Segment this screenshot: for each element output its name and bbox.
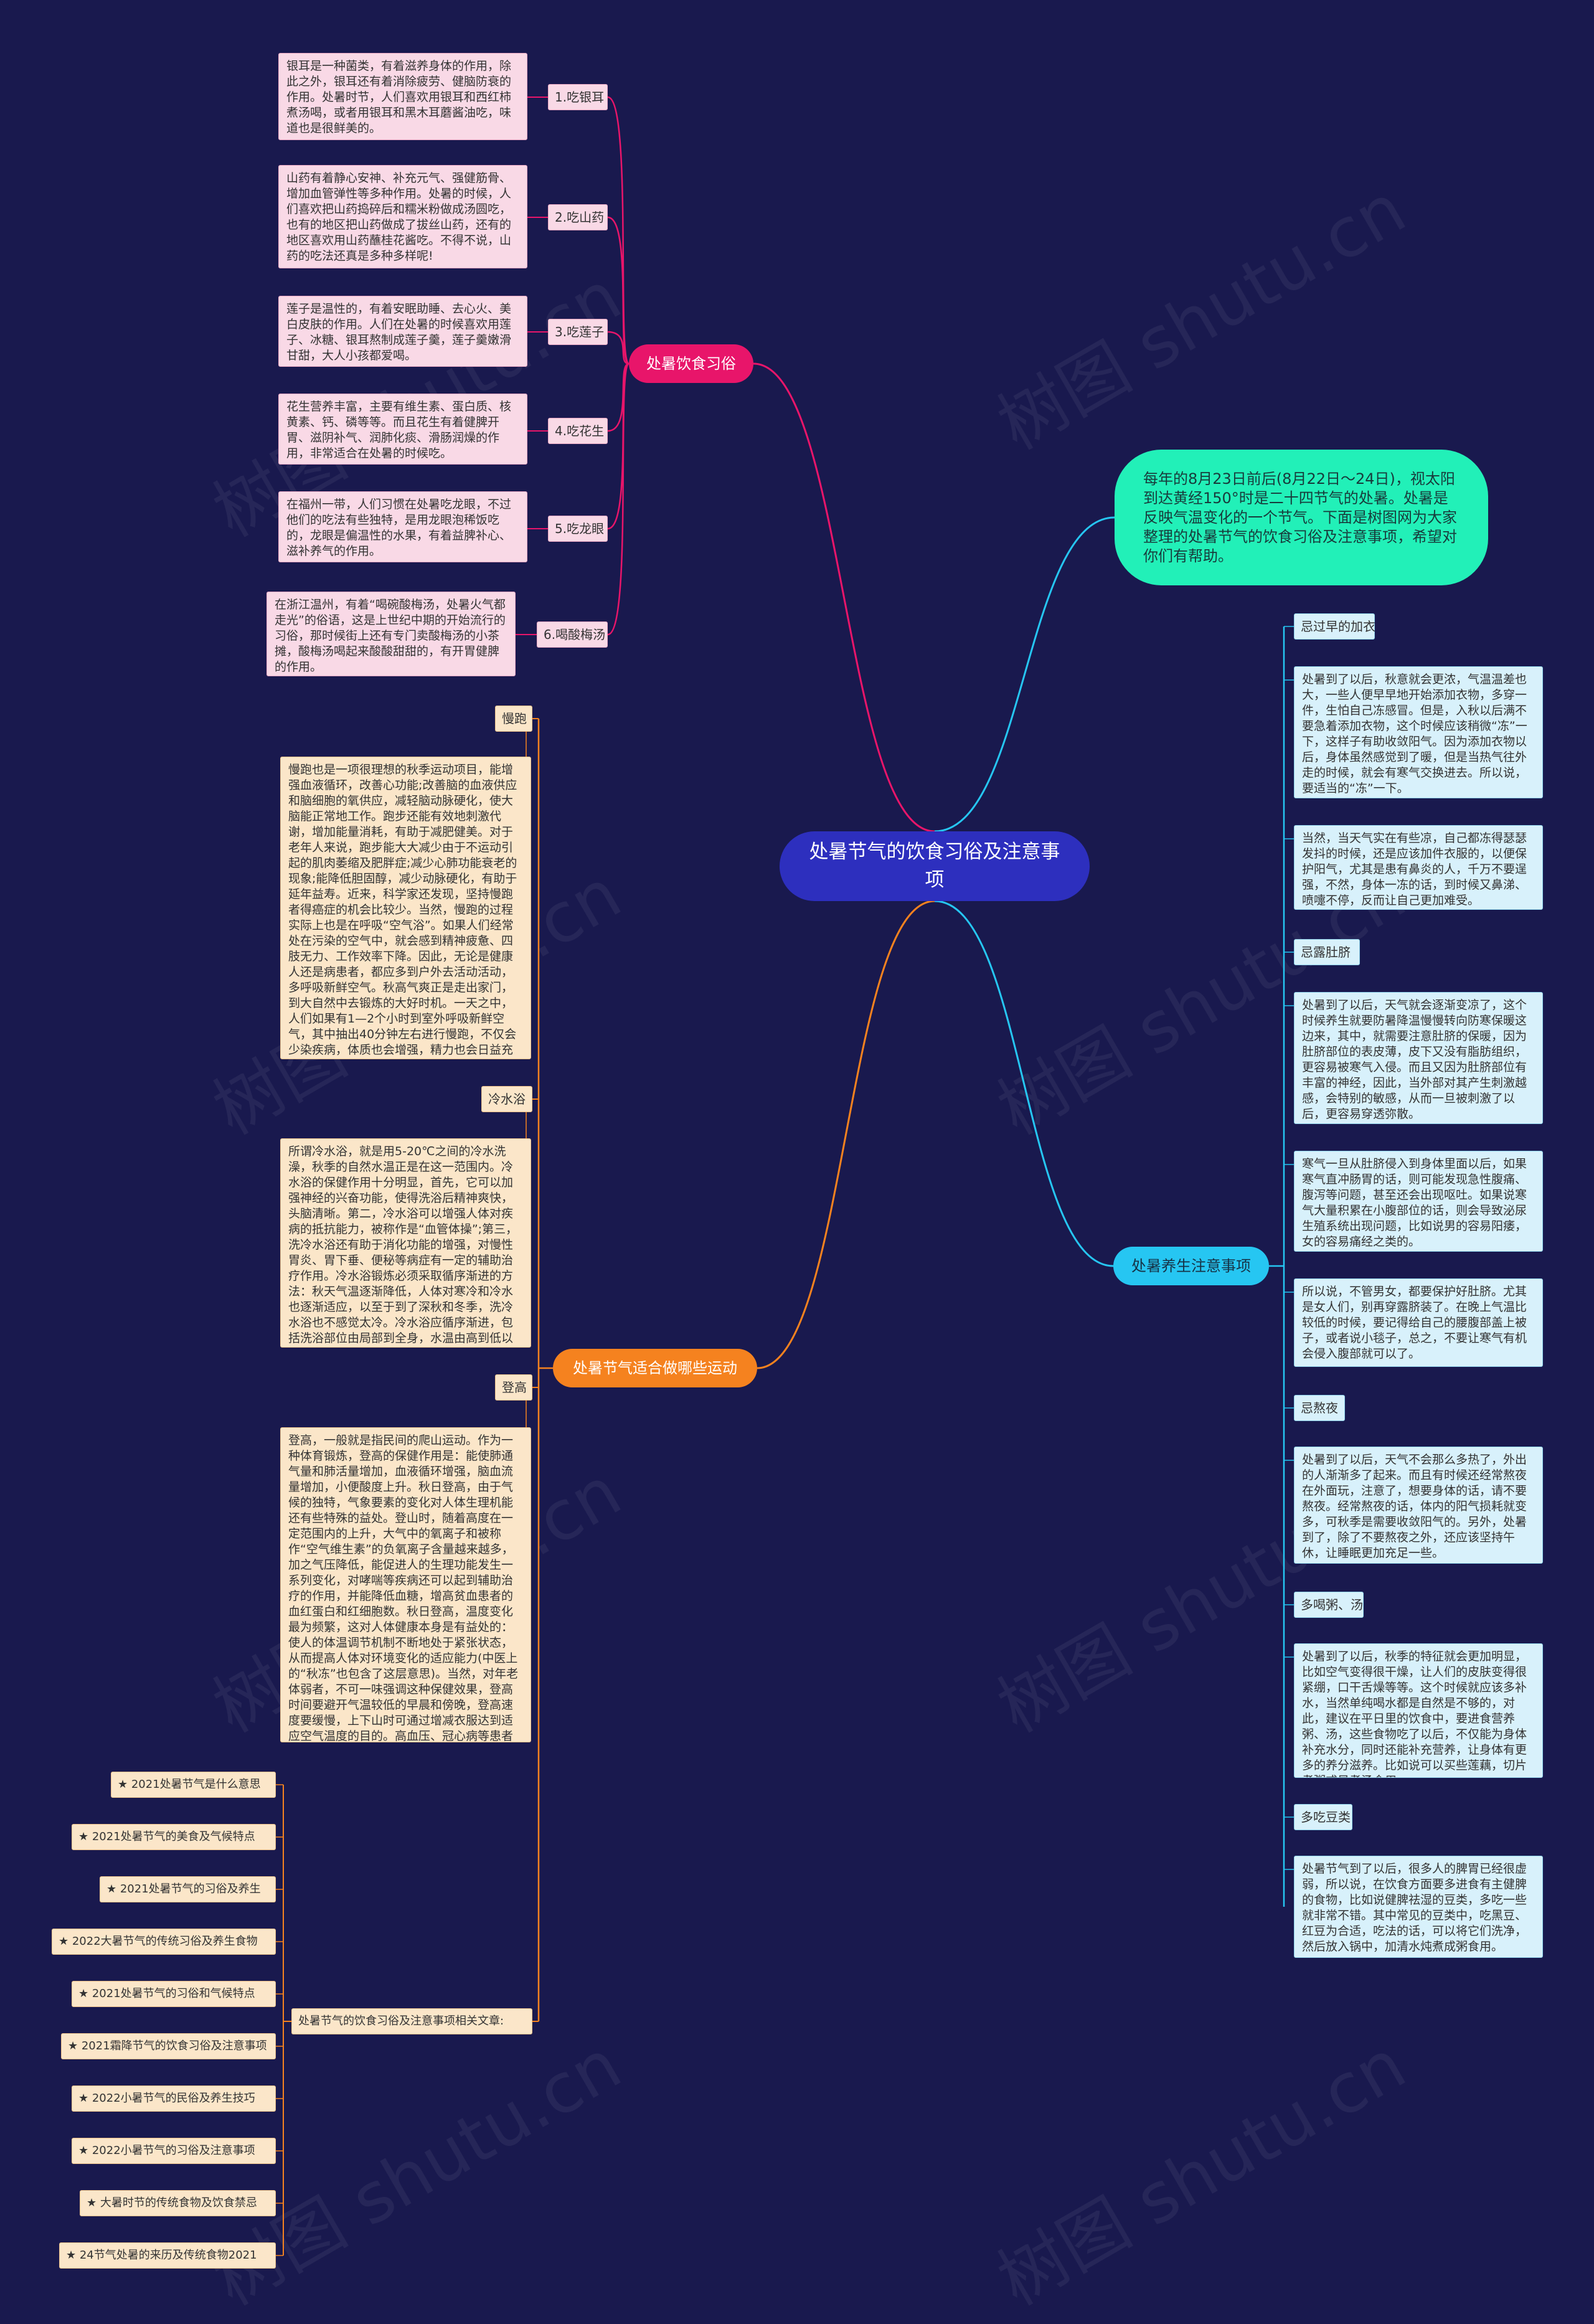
diet-label-3[interactable]: 3.吃莲子 [548,319,608,345]
diet-label-4[interactable]: 4.吃花生 [548,418,608,444]
care-text: 处暑到了以后，天气不会那么多热了，外出的人渐渐多了起来。而且有时候还经常熬夜在外… [1294,1447,1543,1564]
sport-text-cold-bath: 所谓冷水浴，就是用5-20℃之间的冷水洗澡，秋季的自然水温正是在这一范围内。冷水… [280,1138,531,1348]
care-label-early-clothes[interactable]: 忌过早的加衣 [1294,613,1375,640]
sport-label-cold-bath[interactable]: 冷水浴 [481,1086,532,1112]
sport-label-jogging[interactable]: 慢跑 [495,706,532,732]
related-article[interactable]: ★ 2022小暑节气的习俗及注意事项 [72,2138,276,2164]
diet-label-5[interactable]: 5.吃龙眼 [548,516,608,542]
care-label-navel[interactable]: 忌露肚脐 [1294,939,1360,965]
related-article[interactable]: ★ 大暑时节的传统食物及饮食禁忌 [80,2190,276,2216]
link-root-sport [757,900,935,1369]
link-root-diet [753,362,935,833]
link-diet-label [607,362,630,530]
diet-label-2[interactable]: 2.吃山药 [548,204,608,230]
link-diet-label [607,362,630,636]
category-sports[interactable]: 处暑节气适合做哪些运动 [553,1349,757,1387]
intro-bubble[interactable]: 每年的8月23日前后(8月22日～24日)，视太阳到达黄经150°时是二十四节气… [1115,450,1488,585]
link-diet-label [607,331,630,365]
diet-text-4: 花生营养丰富，主要有维生素、蛋白质、核黄素、钙、磷等等。而且花生有着健脾开胃、滋… [278,394,527,465]
care-label-porridge-soup[interactable]: 多喝粥、汤 [1294,1592,1364,1618]
care-label-stay-up[interactable]: 忌熬夜 [1294,1395,1345,1421]
related-articles-label[interactable]: 处暑节气的饮食习俗及注意事项相关文章: [291,2008,532,2034]
related-article[interactable]: ★ 2021处暑节气是什么意思 [111,1772,276,1798]
related-article[interactable]: ★ 2021霜降节气的饮食习俗及注意事项 [61,2033,276,2059]
related-article[interactable]: ★ 2022大暑节气的传统习俗及养生食物 [52,1929,276,1955]
diet-text-3: 莲子是温性的，有着安眠助睡、去心火、美白皮肤的作用。人们在处暑的时候喜欢用莲子、… [278,296,527,367]
category-health-care[interactable]: 处暑养生注意事项 [1113,1247,1269,1285]
category-diet-customs[interactable]: 处暑饮食习俗 [629,344,753,383]
care-text: 处暑到了以后，秋季的特征就会更加明显，比如空气变得很干燥，让人们的皮肤变得很紧绷… [1294,1643,1543,1778]
root-topic[interactable]: 处暑节气的饮食习俗及注意事项 [780,831,1090,901]
care-text: 处暑到了以后，天气就会逐渐变凉了，这个时候养生就要防暑降温慢慢转向防寒保暖这边来… [1294,992,1543,1124]
diet-text-1: 银耳是一种菌类，有着滋养身体的作用，除此之外，银耳还有着消除疲劳、健脑防衰的作用… [278,53,527,140]
care-text: 处暑到了以后，秋意就会更浓，气温温差也大，一些人便早早地开始添加衣物，多穿一件，… [1294,666,1543,798]
sport-text-climbing: 登高，一般就是指民间的爬山运动。作为一种体育锻炼，登高的保健作用是：能使肺通气量… [280,1427,531,1742]
link-root-care [934,900,1114,1267]
diet-text-6: 在浙江温州，有着“喝碗酸梅汤，处暑火气都走光”的俗语，这是上世纪中期的开始流行的… [266,592,516,676]
link-root-intro [934,516,1115,833]
care-text: 所以说，不管男女，都要保护好肚脐。尤其是女人们，别再穿露脐装了。在晚上气温比较低… [1294,1278,1543,1367]
link-diet-label [607,96,630,365]
care-text: 处暑节气到了以后，很多人的脾胃已经很虚弱，所以说，在饮食方面要多进食有主健脾的食… [1294,1856,1543,1958]
related-article[interactable]: ★ 2022小暑节气的民俗及养生技巧 [72,2085,276,2112]
care-text: 当然，当天气实在有些凉，自己都冻得瑟瑟发抖的时候，还是应该加件衣服的，以便保护阳… [1294,825,1543,910]
care-label-beans[interactable]: 多吃豆类 [1294,1804,1352,1830]
related-article[interactable]: ★ 2021处暑节气的习俗及养生 [100,1876,276,1902]
diet-label-6[interactable]: 6.喝酸梅汤 [537,621,608,648]
sport-label-climbing[interactable]: 登高 [495,1374,532,1401]
diet-text-2: 山药有着静心安神、补充元气、强健筋骨、增加血管弹性等多种作用。处暑的时候，人们喜… [278,165,527,268]
link-diet-label [607,216,630,365]
related-article[interactable]: ★ 24节气处暑的来历及传统食物2021 [59,2242,276,2269]
diet-label-1[interactable]: 1.吃银耳 [548,84,608,110]
related-article[interactable]: ★ 2021处暑节气的习俗和气候特点 [72,1981,276,2007]
care-text: 寒气一旦从肚脐侵入到身体里面以后，如果寒气直冲肠胃的话，则可能发现急性腹痛、腹泻… [1294,1151,1543,1252]
sport-text-jogging: 慢跑也是一项很理想的秋季运动项目，能增强血液循环，改善心功能;改善脑的血液供应和… [280,757,531,1059]
diet-text-5: 在福州一带，人们习惯在处暑吃龙眼，不过他们的吃法有些独特，是用龙眼泡稀饭吃的，龙… [278,491,527,562]
related-article[interactable]: ★ 2021处暑节气的美食及气候特点 [72,1824,276,1850]
